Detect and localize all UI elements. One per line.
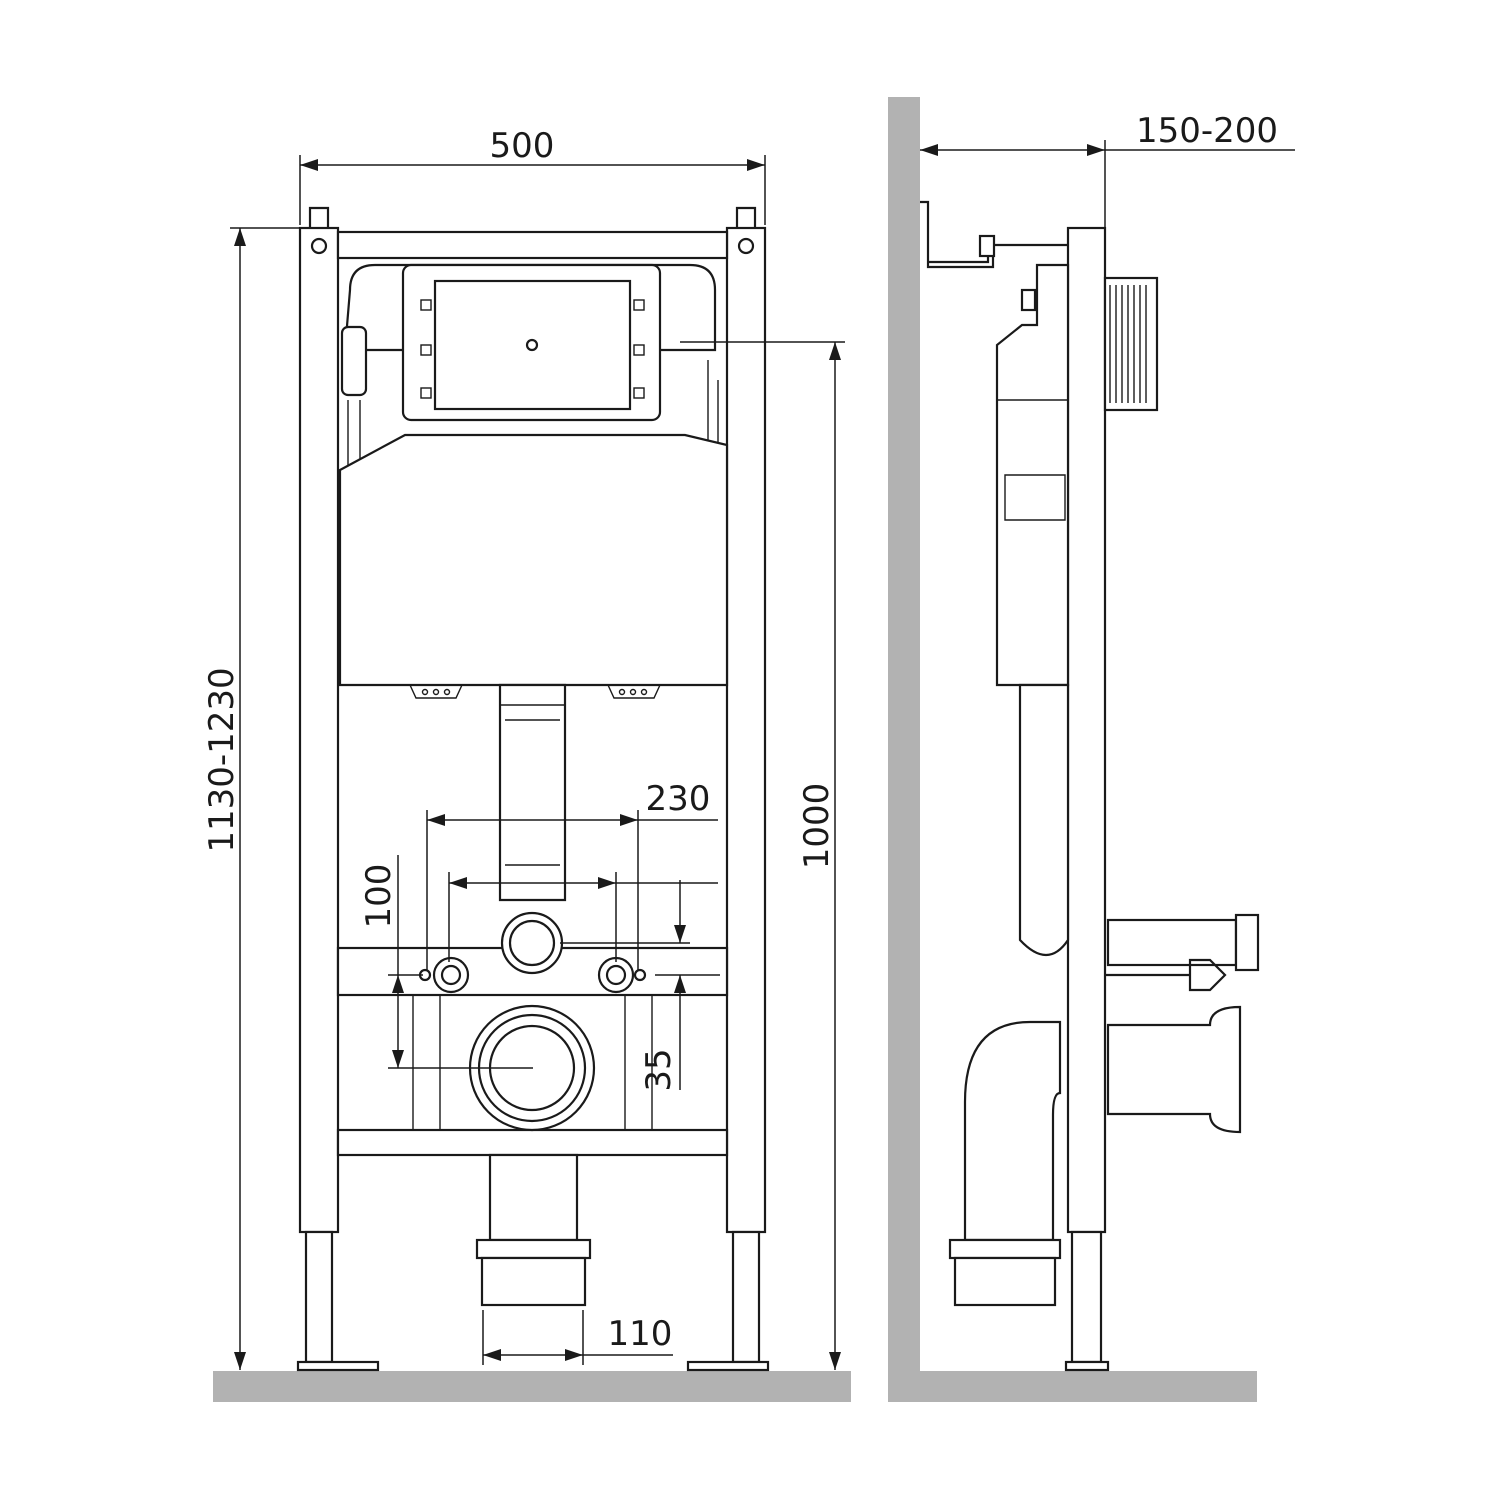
side-post [1066,226,1107,1234]
dim-outlet-offset: 100 [359,864,399,929]
side-dimensions: 150-200 [920,111,1295,230]
right-leg [731,1230,761,1364]
cistern [338,433,729,687]
dim-actuator-height: 1000 [797,783,837,870]
front-dimensions: 500 1130-1230 1000 230 100 35 110 [202,126,845,1370]
dim-width: 500 [490,126,555,166]
side-view [920,200,1260,1372]
right-foot [686,1360,770,1372]
dim-drain-diameter: 110 [608,1314,673,1354]
left-leg [304,1230,334,1364]
left-foot [296,1360,380,1372]
dim-bolt-spacing: 230 [646,779,711,819]
floor-front [213,1371,851,1402]
front-view [296,206,770,1372]
flush-pipe [498,683,567,902]
left-post [298,226,340,1234]
right-post [725,226,767,1234]
floor-side [888,1371,1257,1402]
wall-side [888,97,920,1402]
dim-wall-distance: 150-200 [1136,111,1278,151]
dim-height: 1130-1230 [202,667,242,852]
dim-inlet-offset: 35 [639,1048,679,1091]
